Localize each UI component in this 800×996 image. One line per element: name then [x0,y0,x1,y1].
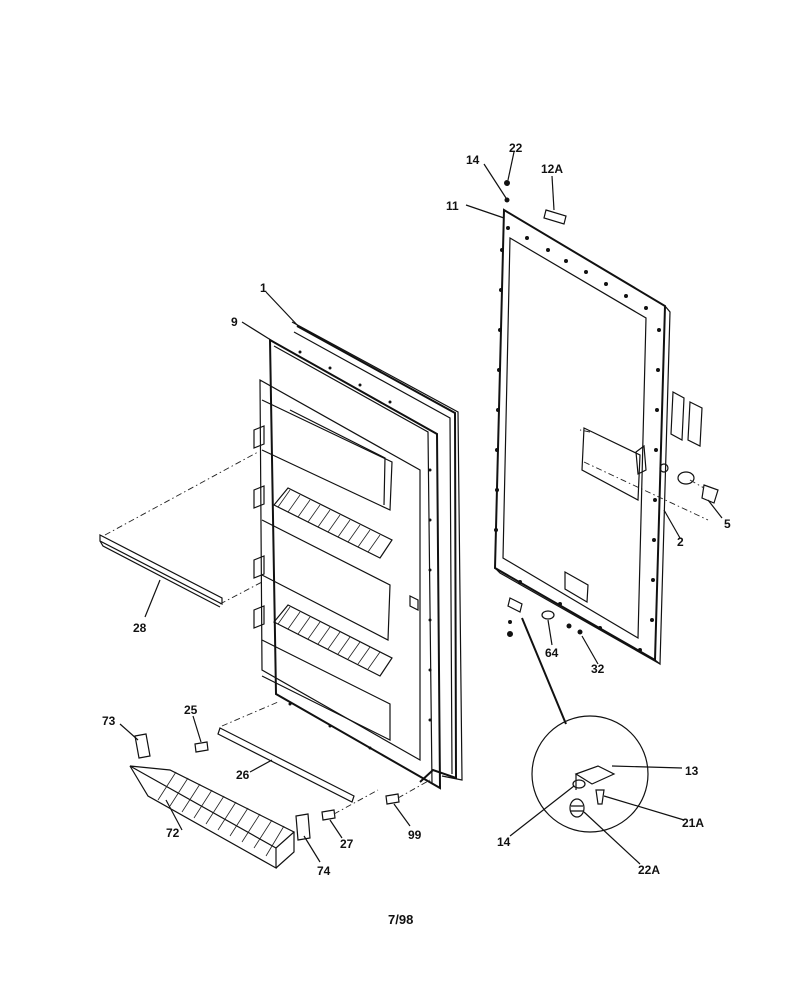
callout-32: 32 [591,662,605,676]
wire-basket-72 [129,765,296,870]
callout-2: 2 [677,535,684,549]
callout-22: 22 [509,141,523,155]
callout-1: 1 [260,281,267,295]
callout-27: 27 [340,837,354,851]
callout-14-top: 14 [466,153,480,167]
callout-64: 64 [545,646,559,660]
screw-22 [504,180,510,186]
callout-14-detail: 14 [497,835,511,849]
callout-9: 9 [231,315,238,329]
callout-26: 26 [236,768,250,782]
callout-28: 28 [133,621,147,635]
callout-22A: 22A [638,863,660,877]
lower-wire-shelf [277,606,381,670]
callout-13: 13 [685,764,699,778]
callout-12A: 12A [541,162,563,176]
screw-99 [385,779,431,805]
callout-5: 5 [724,517,731,531]
shelf-rail-28 [99,451,263,608]
washer-14 [504,197,510,203]
label-plate-12A [543,209,567,225]
callout-11: 11 [446,199,459,213]
screw-27 [321,789,379,821]
bottom-hinge-hardware [507,597,583,725]
clip-74 [295,813,311,841]
callout-74: 74 [317,864,331,878]
inner-door-liner [253,321,463,790]
date-code: 7/98 [388,912,413,927]
panel-bolt-holes [494,226,661,652]
clip-73 [134,733,151,759]
leader-lines [119,151,723,865]
upper-wire-shelf [277,489,381,553]
callout-72: 72 [166,826,180,840]
trim-strip-26 [217,727,355,803]
outer-door-panel [493,208,719,666]
hinge-detail-inset [531,715,649,833]
callout-25: 25 [184,703,198,717]
callout-21A: 21A [682,816,704,830]
callout-99: 99 [408,828,422,842]
callout-73: 73 [102,714,116,728]
screw-25 [194,741,209,753]
